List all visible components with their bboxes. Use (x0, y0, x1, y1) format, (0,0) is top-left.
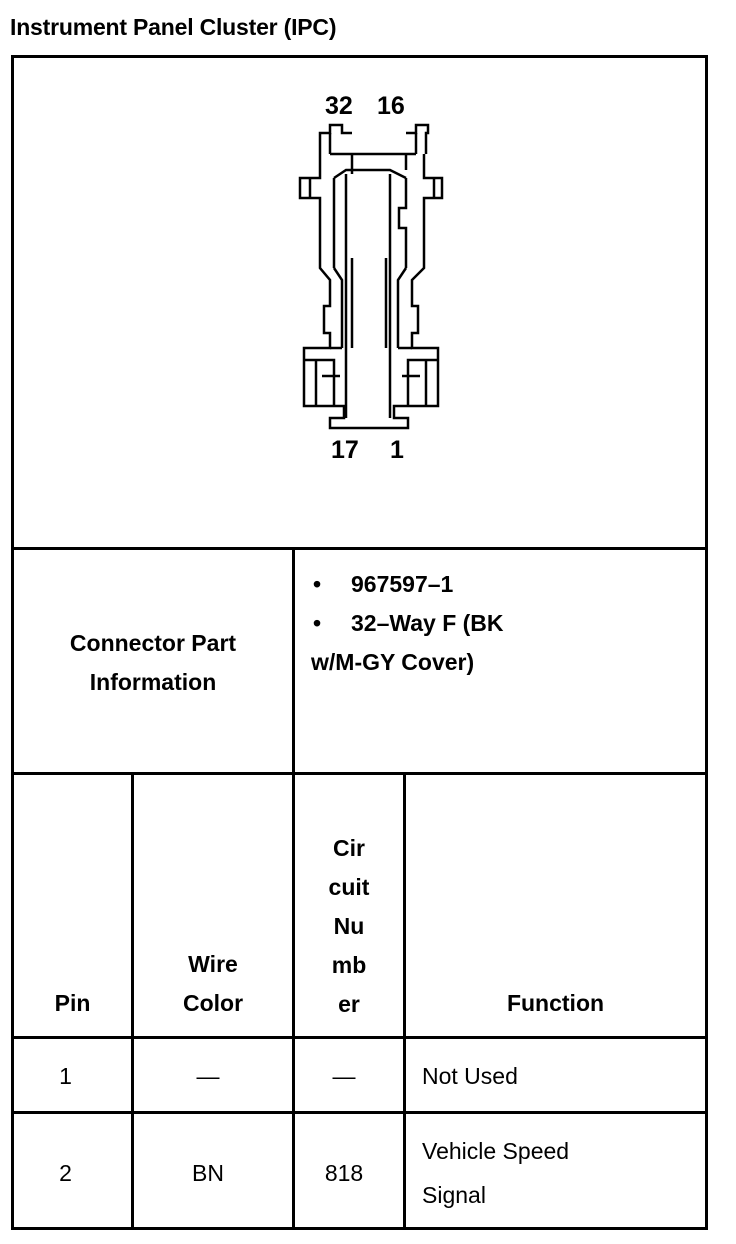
row2-wire-color: BN (192, 1160, 224, 1186)
pin-label-32: 32 (325, 92, 353, 120)
divider (403, 772, 406, 1230)
connector-face-drawing (298, 123, 444, 430)
header-wire-color-line2: Color (182, 990, 244, 1016)
divider (11, 1111, 708, 1114)
header-circuit-line4: mb (331, 952, 367, 978)
connector-table-frame (11, 55, 708, 1230)
row1-wire-color: — (196, 1063, 220, 1089)
connector-part-info-label: Connector Part Information (14, 624, 292, 702)
part-info-label-line2: Information (89, 669, 217, 695)
bullet-symbol: • (313, 610, 322, 636)
row1-function: Not Used (422, 1063, 518, 1089)
page-title: Instrument Panel Cluster (IPC) (10, 14, 337, 40)
header-circuit-number: Cir cuit Nu mb er (295, 829, 403, 1024)
row1-circuit: — (332, 1063, 356, 1089)
header-function: Function (506, 990, 605, 1016)
row2-circuit: 818 (324, 1160, 364, 1186)
connector-illustration: 32 16 17 1 (14, 58, 705, 547)
row2-function-line2: Signal (422, 1182, 486, 1208)
header-circuit-line1: Cir (333, 835, 365, 861)
divider (11, 547, 708, 550)
header-wire-color: Wire Color (134, 945, 292, 1023)
divider (11, 772, 708, 775)
pin-label-1: 1 (390, 436, 404, 464)
header-circuit-line5: er (338, 991, 360, 1017)
row2-pin: 2 (59, 1160, 72, 1186)
header-circuit-line2: cuit (328, 874, 370, 900)
part-info-label-line1: Connector Part (69, 630, 237, 656)
header-wire-color-line1: Wire (188, 951, 238, 977)
row1-pin: 1 (59, 1063, 72, 1089)
bullet-symbol: • (313, 571, 322, 597)
divider (131, 772, 134, 1230)
connector-description-line2: w/M-GY Cover) (311, 649, 475, 675)
divider (292, 547, 295, 1230)
row2-function-line1: Vehicle Speed (422, 1138, 570, 1164)
connector-description-line1: 32–Way F (BK (351, 610, 504, 636)
part-number: 967597–1 (351, 571, 454, 597)
pin-label-17: 17 (331, 436, 359, 464)
header-circuit-line3: Nu (333, 913, 365, 939)
header-pin: Pin (54, 990, 91, 1016)
pin-label-16: 16 (377, 92, 405, 120)
divider (11, 1036, 708, 1039)
